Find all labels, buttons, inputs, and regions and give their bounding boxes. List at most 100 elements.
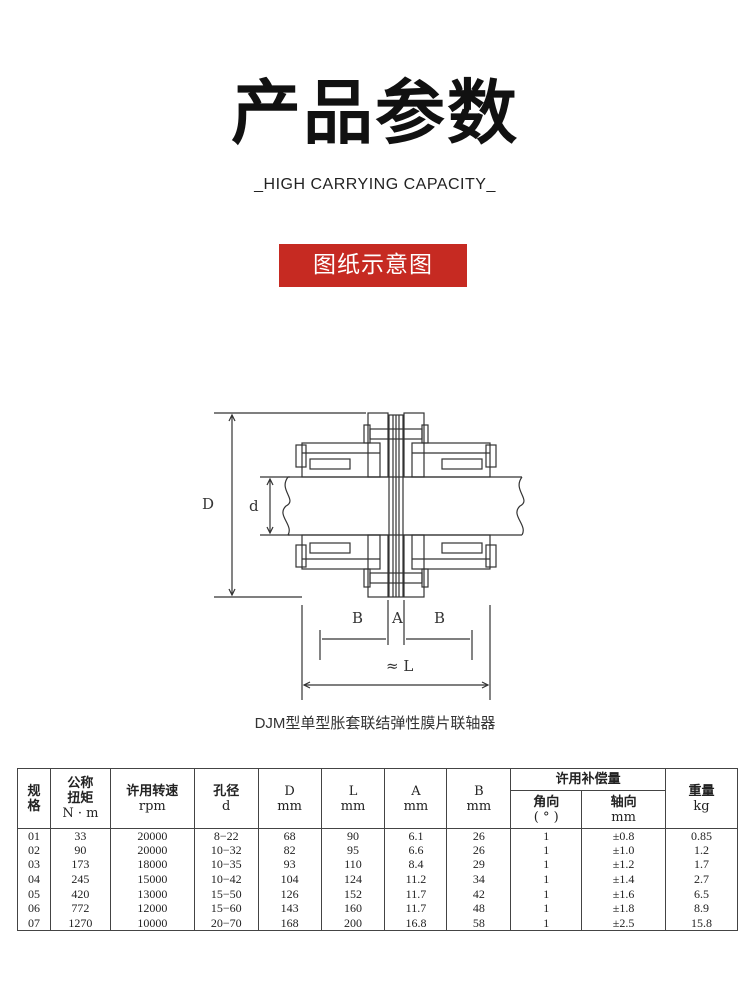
- table-cell: 2.7: [665, 872, 738, 887]
- dim-label-d: d: [249, 497, 259, 515]
- table-cell: 1.7: [665, 857, 738, 873]
- table-cell: 10−35: [193, 857, 259, 873]
- table-cell: 8.9: [665, 901, 738, 917]
- table-cell: 58: [446, 916, 512, 932]
- table-cell: 15−60: [193, 901, 259, 917]
- table-cell: ±1.0: [581, 843, 667, 858]
- table-cell: 245: [49, 872, 111, 887]
- dim-label-l: ≈ L: [386, 657, 413, 675]
- table-cell: 90: [49, 843, 111, 858]
- dim-label-b-right: B: [434, 609, 445, 627]
- table-cell: 1: [510, 886, 583, 902]
- table-cell: 12000: [109, 901, 195, 917]
- table-cell: 33: [49, 828, 111, 844]
- table-cell: 07: [17, 916, 51, 932]
- table-cell: 1: [510, 857, 583, 873]
- table-cell: 42: [446, 886, 512, 902]
- table-cell: 1: [510, 828, 583, 844]
- table-cell: 05: [17, 886, 51, 902]
- table-cell: 1: [510, 916, 583, 932]
- table-cell: 152: [320, 886, 386, 902]
- caption-text: 型单型胀套联结弹性膜片联轴器: [285, 714, 496, 732]
- table-cell: 03: [17, 857, 51, 873]
- table-cell: 15−50: [193, 886, 259, 902]
- table-cell: 104: [257, 872, 322, 887]
- table-cell: 48: [446, 901, 512, 917]
- table-cell: 68: [257, 828, 322, 844]
- table-cell: 18000: [109, 857, 195, 873]
- table-cell: ±1.4: [581, 872, 667, 887]
- table-cell: 29: [446, 857, 512, 873]
- table-cell: 13000: [109, 886, 195, 902]
- table-cell: 26: [446, 843, 512, 858]
- table-cell: 420: [49, 886, 111, 902]
- table-cell: 143: [257, 901, 322, 917]
- table-cell: 124: [320, 872, 386, 887]
- table-cell: 772: [49, 901, 111, 917]
- table-cell: 11.7: [384, 886, 448, 902]
- table-cell: 6.5: [665, 886, 738, 902]
- table-cell: 02: [17, 843, 51, 858]
- table-cell: 6.1: [384, 828, 448, 844]
- table-cell: 110: [320, 857, 386, 873]
- header-compensation: 许用补偿量: [510, 768, 667, 791]
- header-spec: 规格: [17, 768, 51, 829]
- table-cell: ±1.2: [581, 857, 667, 873]
- table-cell: 173: [49, 857, 111, 873]
- table-cell: 10000: [109, 916, 195, 932]
- table-cell: 10−42: [193, 872, 259, 887]
- table-cell: 15000: [109, 872, 195, 887]
- table-cell: 168: [257, 916, 322, 932]
- table-cell: 160: [320, 901, 386, 917]
- page-title: 产品参数: [231, 72, 519, 154]
- dim-label-b-left: B: [352, 609, 363, 627]
- table-cell: 11.2: [384, 872, 448, 887]
- table-cell: 1: [510, 872, 583, 887]
- table-cell: ±0.8: [581, 828, 667, 844]
- table-cell: 16.8: [384, 916, 448, 932]
- table-cell: 1: [510, 843, 583, 858]
- page-subtitle: _HIGH CARRYING CAPACITY_: [254, 176, 496, 193]
- table-cell: ±1.8: [581, 901, 667, 917]
- coupling-drawing: D d B A B ≈ L: [202, 412, 525, 700]
- table-cell: 1270: [49, 916, 111, 932]
- table-cell: 90: [320, 828, 386, 844]
- table-cell: 82: [257, 843, 322, 858]
- header-angular: 角向( ° ): [510, 790, 583, 829]
- table-cell: 8−22: [193, 828, 259, 844]
- table-cell: ±1.6: [581, 886, 667, 902]
- table-cell: 1: [510, 901, 583, 917]
- table-cell: 04: [17, 872, 51, 887]
- table-cell: 1.2: [665, 843, 738, 858]
- table-cell: 26: [446, 828, 512, 844]
- caption-model: DJM: [254, 715, 286, 732]
- dim-label-D: D: [202, 495, 214, 513]
- table-cell: 20000: [109, 843, 195, 858]
- table-cell: 34: [446, 872, 512, 887]
- table-cell: 200: [320, 916, 386, 932]
- table-cell: 6.6: [384, 843, 448, 858]
- table-cell: 01: [17, 828, 51, 844]
- table-cell: ±2.5: [581, 916, 667, 932]
- section-badge: 图纸示意图: [279, 244, 467, 287]
- drawing-caption: DJM型单型胀套联结弹性膜片联轴器: [0, 712, 750, 733]
- table-cell: 20−70: [193, 916, 259, 932]
- table-cell: 95: [320, 843, 386, 858]
- table-cell: 20000: [109, 828, 195, 844]
- table-cell: 0.85: [665, 828, 738, 844]
- dim-label-a: A: [391, 609, 403, 627]
